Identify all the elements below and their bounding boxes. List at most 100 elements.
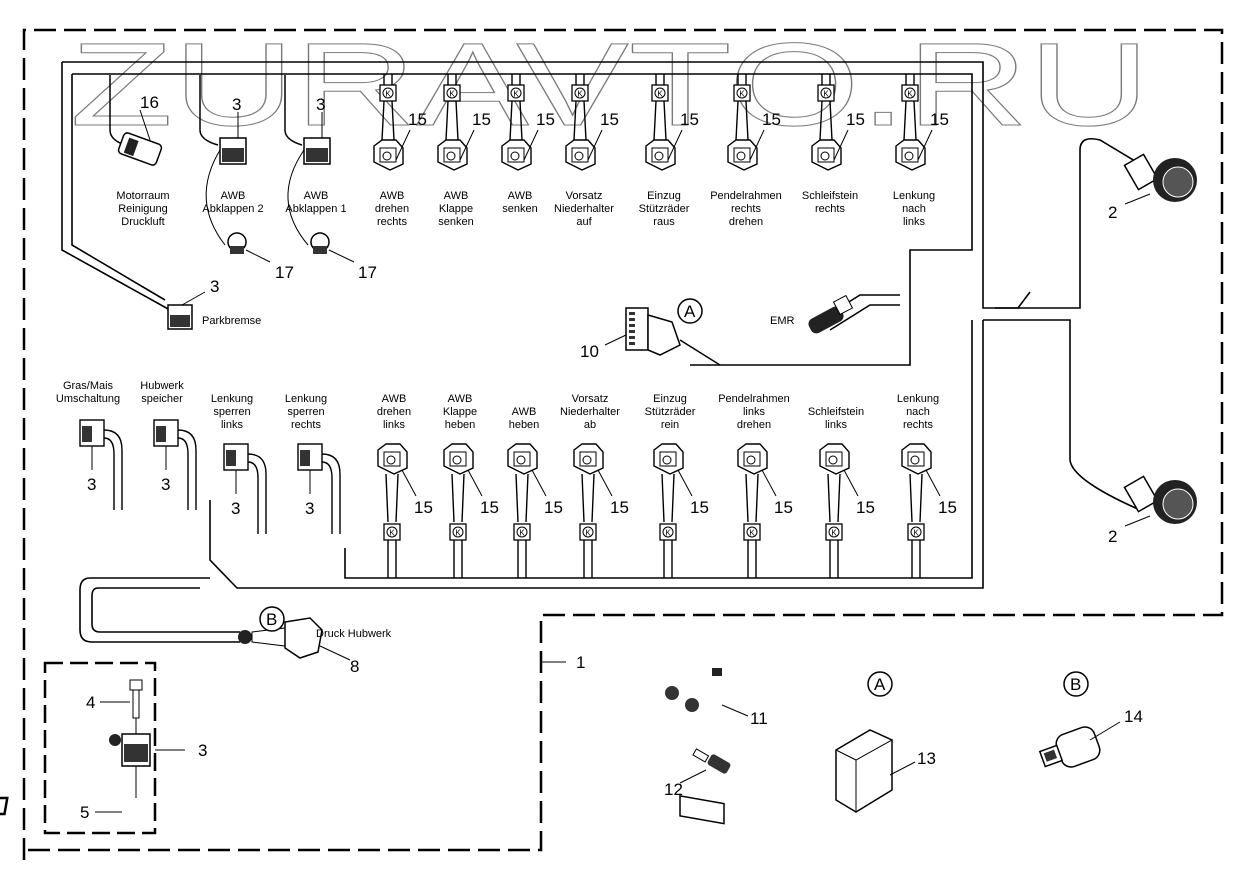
cable bbox=[653, 100, 667, 141]
label-line: links bbox=[743, 406, 766, 418]
plug-face bbox=[443, 147, 461, 163]
callout-10: 10 bbox=[580, 342, 599, 361]
k-marker-ring bbox=[446, 87, 458, 99]
sensor-14: B 14 bbox=[1038, 671, 1143, 768]
label-line: Abklappen 2 bbox=[202, 203, 263, 215]
callout-2: 2 bbox=[1108, 203, 1117, 222]
cable bbox=[903, 100, 917, 141]
cable bbox=[661, 473, 675, 523]
callout-3: 3 bbox=[198, 741, 207, 760]
cable bbox=[745, 473, 759, 523]
label-line: Umschaltung bbox=[56, 393, 120, 405]
label-line: nach bbox=[906, 406, 930, 418]
bottom-connector-15: K15 bbox=[377, 443, 433, 578]
label-line: Pendelrahmen bbox=[718, 393, 790, 405]
callout-15: 15 bbox=[680, 110, 699, 129]
watermark: ZURAVTO.RU bbox=[70, 19, 1151, 152]
label-line: Lenkung bbox=[893, 190, 935, 202]
label-line: links bbox=[903, 216, 926, 228]
label-line: Klappe bbox=[443, 406, 477, 418]
plug-face bbox=[449, 451, 467, 467]
svg-text:ZURAVTO.RU: ZURAVTO.RU bbox=[70, 19, 1150, 151]
valve-plug-abklappen-2: 3 17 bbox=[199, 75, 294, 282]
k-marker-ring bbox=[828, 526, 840, 538]
plug-pin-12: 12 bbox=[664, 748, 731, 799]
k-marker-ring bbox=[386, 526, 398, 538]
k-marker-icon: K bbox=[385, 90, 391, 99]
branch-wire bbox=[247, 453, 267, 534]
k-marker-ring bbox=[582, 526, 594, 538]
callout-15: 15 bbox=[480, 498, 499, 517]
plug-face bbox=[907, 451, 925, 467]
label-line: rechts bbox=[291, 419, 321, 431]
callout-8: 8 bbox=[350, 657, 359, 676]
k-marker-icon: K bbox=[907, 90, 913, 99]
callout-3: 3 bbox=[305, 499, 314, 518]
cable bbox=[827, 473, 841, 523]
label-line: AWB bbox=[512, 406, 537, 418]
plug-face bbox=[901, 147, 919, 163]
k-marker-box bbox=[507, 84, 525, 102]
valve-plug-coil bbox=[156, 426, 166, 442]
callout-15: 15 bbox=[472, 110, 491, 129]
k-marker-icon: K bbox=[449, 90, 455, 99]
round-connector-bottom: 2 bbox=[1108, 475, 1197, 546]
label-line: drehen bbox=[377, 406, 411, 418]
label-line: drehen bbox=[737, 419, 771, 431]
plug-pin-hole bbox=[386, 455, 396, 465]
plug-pin-hole bbox=[820, 151, 830, 161]
callout-15: 15 bbox=[536, 110, 555, 129]
plug-face bbox=[651, 147, 669, 163]
k-marker-icon: K bbox=[665, 529, 671, 538]
ref-b-label: B bbox=[1070, 675, 1081, 694]
k-marker-ring bbox=[574, 87, 586, 99]
leader-line bbox=[587, 129, 603, 161]
callout-1: 1 bbox=[576, 653, 585, 672]
callout-11: 11 bbox=[750, 709, 768, 728]
callout-1-group: 1 bbox=[541, 653, 585, 672]
k-marker-ring bbox=[452, 526, 464, 538]
k-marker-icon: K bbox=[913, 529, 919, 538]
cable bbox=[381, 100, 395, 141]
callout-15: 15 bbox=[762, 110, 781, 129]
bottom-connector-15: K 15 bbox=[573, 443, 629, 578]
housing-13: A 13 bbox=[835, 671, 936, 813]
plug-face bbox=[579, 451, 597, 467]
callout-5: 5 bbox=[80, 803, 89, 822]
callout-16: 16 bbox=[140, 93, 159, 112]
k-marker-icon: K bbox=[519, 529, 525, 538]
valve-plug-coil bbox=[300, 450, 310, 466]
leader-line bbox=[761, 469, 777, 497]
leader-line bbox=[597, 469, 613, 497]
branch-wire bbox=[321, 461, 333, 534]
callout-13: 13 bbox=[917, 749, 936, 768]
branch-wire bbox=[103, 437, 115, 510]
callout-15: 15 bbox=[610, 498, 629, 517]
k-marker-icon: K bbox=[657, 90, 663, 99]
label-line: heben bbox=[445, 419, 476, 431]
label-line: auf bbox=[576, 216, 592, 228]
k-marker-icon: K bbox=[585, 529, 591, 538]
plug-pin-hole bbox=[574, 151, 584, 161]
leader-line bbox=[833, 129, 849, 161]
bottom-connector-15: K15 bbox=[901, 443, 957, 578]
label-line: heben bbox=[509, 419, 540, 431]
valve-plug-parkbremse: 3 Parkbremse bbox=[167, 277, 261, 330]
label-line: Lenkung bbox=[897, 393, 939, 405]
label-line: rein bbox=[661, 419, 679, 431]
callout-3: 3 bbox=[161, 475, 170, 494]
callout-15: 15 bbox=[856, 498, 875, 517]
top-connector-15: K 15 bbox=[645, 74, 699, 171]
top-connector-15: K15 bbox=[565, 74, 619, 171]
